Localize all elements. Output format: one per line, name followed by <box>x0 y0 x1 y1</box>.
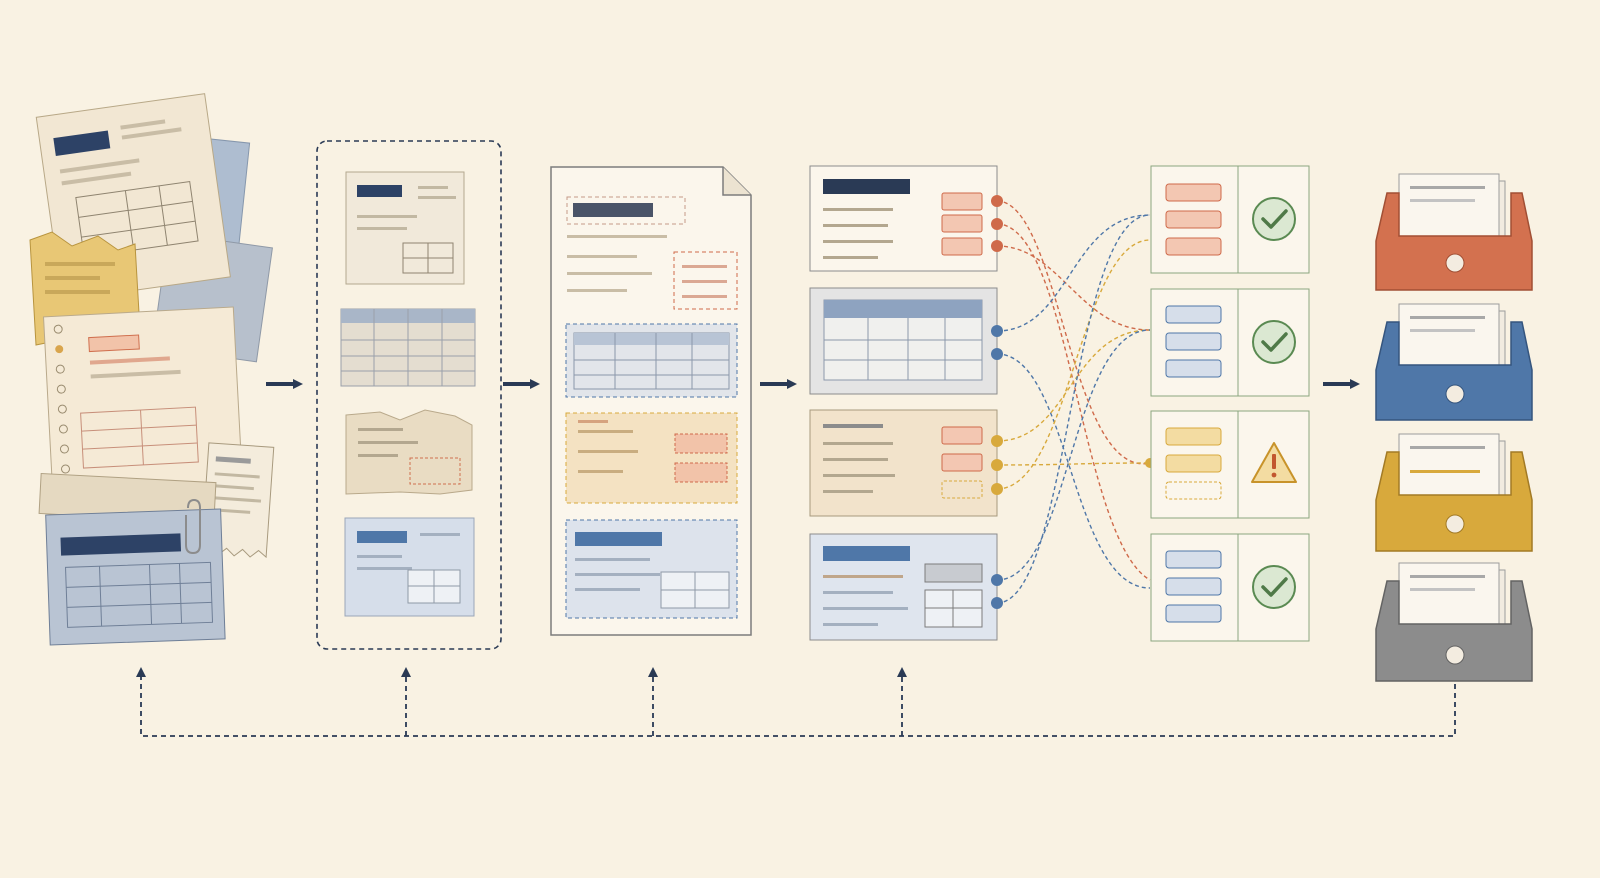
validation-card-3 <box>1150 410 1310 519</box>
tray-blue-icon <box>1375 303 1533 421</box>
perforated-form-icon <box>42 306 243 493</box>
extract-card-invoice <box>809 165 998 272</box>
validation-card-4 <box>1150 533 1310 642</box>
region-detection-page <box>550 166 752 636</box>
template-blue-form-icon <box>344 517 475 617</box>
page-outline <box>550 166 752 636</box>
check-icon <box>1252 565 1296 609</box>
connector-dots <box>991 195 1155 609</box>
validation-card-1 <box>1150 165 1310 274</box>
raw-documents-pile <box>29 93 275 646</box>
extracted-field-cards <box>809 165 998 641</box>
field-connectors <box>996 200 1151 604</box>
feedback-loop <box>136 667 1456 737</box>
template-group-frame <box>316 140 502 650</box>
document-type-templates <box>316 140 502 650</box>
template-table-icon <box>340 308 476 387</box>
blue-table-form-icon <box>45 508 226 646</box>
detected-form-region <box>565 519 738 619</box>
detected-table-region <box>565 323 738 398</box>
validation-card-2 <box>1150 288 1310 397</box>
check-icon <box>1252 197 1296 241</box>
extract-card-form <box>809 533 998 641</box>
validation-cards <box>1150 165 1310 642</box>
filing-trays <box>1375 173 1533 682</box>
detected-field-region <box>565 412 738 504</box>
template-receipt-icon <box>345 409 473 495</box>
tray-gray-icon <box>1375 562 1533 682</box>
template-invoice-icon <box>345 171 465 285</box>
paperclip-icon <box>185 498 201 555</box>
extract-card-receipt <box>809 409 998 517</box>
tray-orange-icon <box>1375 173 1533 291</box>
check-icon <box>1252 320 1296 364</box>
warning-icon <box>1251 442 1297 483</box>
tray-yellow-icon <box>1375 433 1533 552</box>
extract-card-table <box>809 287 998 395</box>
